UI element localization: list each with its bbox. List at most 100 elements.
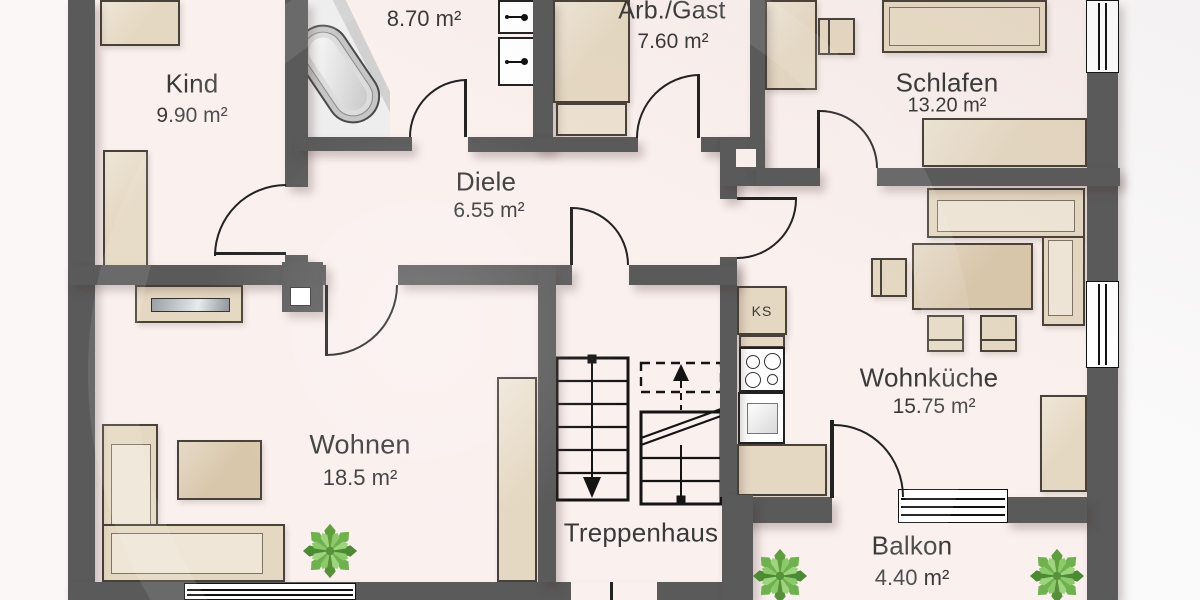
room-area-diele: 6.55 m²: [453, 199, 525, 222]
stool: [980, 315, 1017, 352]
wall-segment: [322, 265, 326, 285]
corner-bench-top: [927, 188, 1085, 238]
plant-icon: [1028, 548, 1086, 600]
burner: [745, 372, 761, 388]
window-wohnen: [184, 583, 356, 600]
room-label-kind: Kind: [165, 68, 219, 99]
door-leaf-balkon: [830, 420, 834, 498]
entry-door: [610, 582, 613, 600]
outside-left: [0, 0, 68, 600]
wall-segment: [629, 265, 737, 285]
burner: [767, 374, 778, 385]
faucet-knob: [521, 58, 529, 65]
bench-seat: [1048, 240, 1073, 316]
stool-line: [982, 339, 1015, 341]
door-leaf-bad: [464, 79, 467, 137]
wall-segment: [538, 265, 556, 582]
wall-segment: [533, 0, 553, 150]
wall-segment: [1005, 497, 1087, 523]
tv-board: [135, 285, 243, 323]
room-label-diele: Diele: [455, 166, 517, 197]
chimney-flue: [290, 287, 311, 306]
window-mullion: [1098, 3, 1100, 70]
plant-icon: [302, 523, 358, 579]
room-label-schlafen: Schlafen: [895, 67, 999, 98]
room-label-wohnkueche: Wohnküche: [859, 362, 999, 393]
outside-right: [1118, 0, 1200, 600]
wall-segment: [756, 168, 820, 186]
plant-icon: [752, 548, 808, 600]
sofa-bottom: [102, 524, 285, 582]
room-area-bad: 8.70 m²: [386, 6, 462, 31]
wall-segment: [295, 137, 412, 151]
room-label-wohnen: Wohnen: [309, 429, 411, 460]
room-area-wohnen: 18.5 m²: [322, 465, 398, 490]
door-leaf-schlafen: [817, 110, 820, 168]
wall-segment: [398, 265, 538, 285]
chair-back-line: [880, 260, 882, 295]
room-area-arbeit-gast: 7.60 m²: [637, 30, 709, 53]
window-mullion: [901, 506, 1005, 508]
door-leaf-arbeit-gast: [697, 74, 700, 138]
burner: [746, 355, 760, 369]
stairs-icon: [555, 354, 723, 506]
bathtub-platform: [285, 0, 391, 148]
washbasin-icon: [498, 37, 535, 86]
window-mullion: [901, 514, 1005, 516]
faucet-icon: [507, 16, 525, 18]
faucet-knob: [521, 13, 529, 21]
kitchen-counter: [737, 444, 827, 496]
bed-foot: [556, 103, 627, 136]
mattress: [889, 7, 1040, 46]
faucet-icon: [507, 60, 525, 63]
kitchen-sink-icon: [738, 392, 785, 444]
room-area-wohnkueche: 15.75 m²: [892, 395, 976, 418]
window-mullion: [1098, 284, 1100, 365]
room-area-balkon: 4.40 m²: [874, 565, 950, 590]
dining-table: [912, 243, 1033, 310]
entry-opening: [571, 582, 657, 600]
burner: [764, 353, 781, 370]
wardrobe: [100, 0, 180, 46]
sideboard: [922, 118, 1087, 167]
fridge-label: KS: [751, 303, 773, 319]
double-bed: [882, 0, 1047, 53]
wall-segment: [722, 495, 753, 600]
window-mullion: [1105, 3, 1107, 70]
wardrobe: [765, 0, 817, 90]
stool: [927, 315, 964, 352]
wall-segment: [285, 0, 308, 187]
faucet-dot: [505, 15, 510, 19]
room-label-balkon: Balkon: [871, 530, 953, 561]
window-schlafen: [1086, 0, 1119, 73]
window-mullion: [901, 498, 1005, 500]
tall-cabinet: [497, 377, 537, 582]
stool-line: [929, 339, 962, 341]
room-area-kind: 9.90 m²: [156, 104, 228, 127]
wall-niche: [736, 149, 756, 167]
window-wohnkueche: [1086, 281, 1119, 368]
window-mullion: [187, 589, 353, 591]
wall-segment: [68, 0, 95, 600]
washbasin-icon: [498, 0, 535, 34]
wall-segment: [701, 137, 722, 152]
sink-basin: [747, 403, 778, 434]
coffee-table: [177, 440, 262, 500]
bed: [553, 0, 630, 103]
faucet-dot: [505, 59, 510, 64]
door-leaf-treppenhaus: [570, 207, 573, 265]
tv-screen: [151, 298, 230, 312]
sofa-seat: [111, 533, 263, 574]
door-leaf-wohnkueche: [737, 197, 797, 200]
fridge-cabinet: [737, 286, 787, 335]
chair: [871, 258, 907, 297]
wall-segment: [68, 265, 282, 285]
wall-segment: [720, 257, 737, 497]
tall-cabinet: [1040, 395, 1087, 492]
room-area-schlafen: 13.20 m²: [907, 94, 987, 117]
window-mullion: [187, 594, 353, 596]
balcony-window-sill: [898, 489, 1008, 523]
wall-segment: [877, 168, 1120, 186]
door-leaf-kind: [214, 252, 286, 255]
wall-segment: [556, 265, 572, 285]
